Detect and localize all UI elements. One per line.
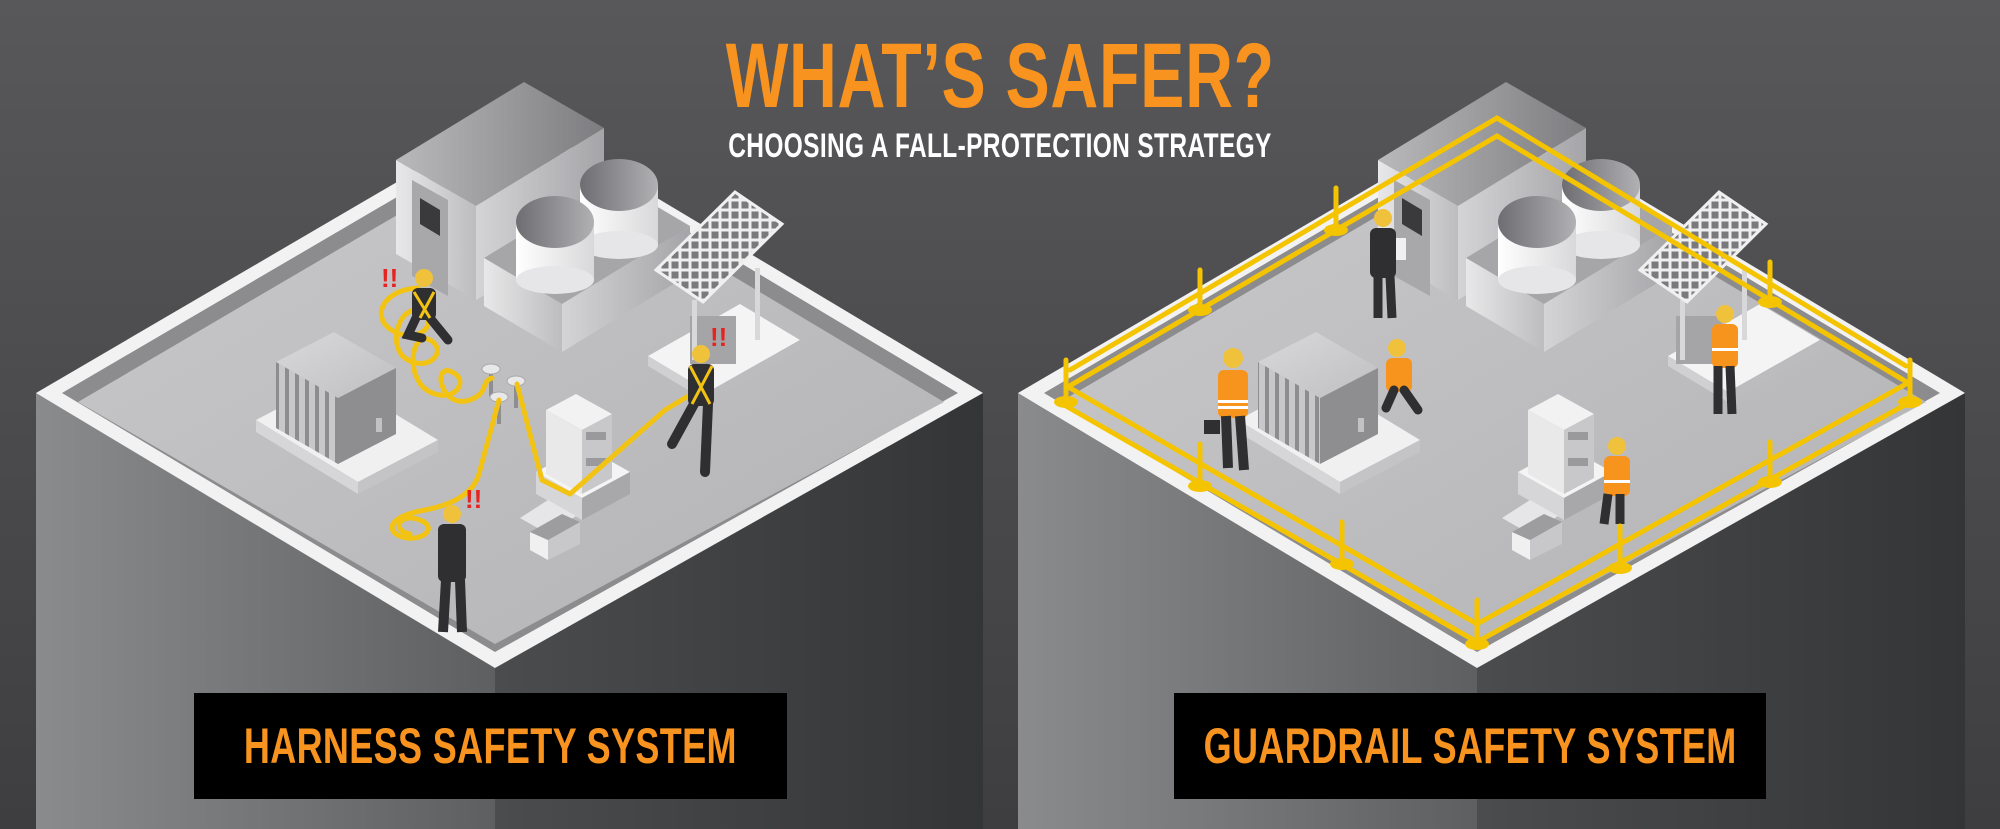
worker-kneeling	[1381, 339, 1423, 415]
solar-panel	[1637, 190, 1820, 402]
transformer	[256, 332, 438, 494]
cylindrical-tank	[580, 159, 658, 259]
guardrail-system-label: GUARDRAIL SAFETY SYSTEM	[1174, 693, 1766, 799]
warning-mark: !!	[381, 263, 398, 293]
worker-at-solar-panel	[1712, 305, 1738, 415]
worker-walking	[667, 345, 714, 477]
toolbox	[1502, 500, 1562, 560]
worker-standing	[438, 505, 467, 633]
guardrail-system-label-text: GUARDRAIL SAFETY SYSTEM	[1203, 718, 1737, 774]
warning-icon: !! !! !!	[381, 263, 727, 514]
door-window	[420, 198, 440, 236]
transformer	[1238, 332, 1420, 494]
cylindrical-tank	[516, 196, 594, 294]
cylindrical-tank	[1498, 196, 1576, 294]
worker-kneeling	[401, 269, 453, 345]
worker-with-clipboard	[1370, 209, 1406, 319]
harness-system-label-text: HARNESS SAFETY SYSTEM	[244, 718, 738, 774]
right-roof-floor	[1060, 146, 1926, 644]
harness-system-label: HARNESS SAFETY SYSTEM	[194, 693, 787, 799]
anchor-posts	[481, 363, 526, 424]
electrical-cabinet	[1518, 394, 1612, 520]
warning-mark: !!	[710, 322, 727, 352]
warning-mark: !!	[465, 484, 482, 514]
door-window	[1402, 198, 1422, 236]
left-roof-floor	[78, 146, 944, 644]
worker-with-briefcase	[1204, 348, 1249, 471]
worker-at-cabinet	[1599, 437, 1630, 525]
toolbox	[520, 500, 580, 560]
guardrail-bases	[1054, 224, 1922, 650]
